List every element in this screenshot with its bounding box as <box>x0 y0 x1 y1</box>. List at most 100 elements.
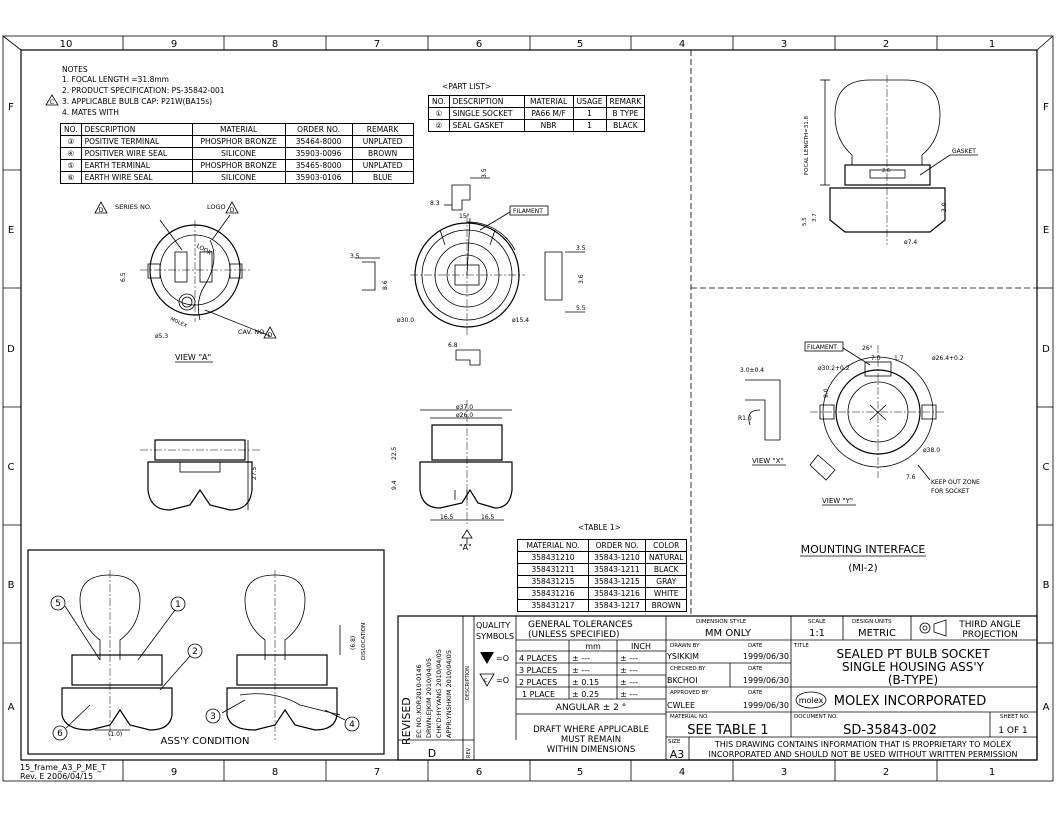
title-line-1: SEALED PT BULB SOCKET <box>836 647 990 661</box>
outer-frame <box>2 35 1054 782</box>
table1-cell: 35843-1215 <box>588 575 646 588</box>
dim-d30: ø30.0 <box>397 317 414 324</box>
balloon-2: 2 <box>192 647 198 657</box>
drawn-by: YSIKKIM <box>666 652 699 661</box>
col-label: 3 <box>781 39 787 50</box>
col-label: 2 <box>883 39 889 50</box>
dim-d264: ø26.4+0.2 <box>932 355 964 362</box>
balloon-numbers: 5 1 2 3 4 6 <box>55 599 355 739</box>
col-label: 9 <box>171 767 177 778</box>
mates-cell: EARTH TERMINAL <box>80 159 193 172</box>
note-4: 4. MATES WITH <box>62 108 119 117</box>
document-label: DOCUMENT NO. <box>794 714 838 720</box>
dim-65: 6.5 <box>120 272 127 282</box>
scale-label: SCALE <box>808 619 826 625</box>
dim-36: 3.6 <box>578 274 585 284</box>
balloon-4: 4 <box>349 720 355 730</box>
row-label: B <box>1043 580 1050 591</box>
table1-cell: 35843-1217 <box>588 599 646 612</box>
checked-by: BKCHOI <box>667 676 698 685</box>
tol-row-label: 2 PLACES <box>519 678 557 687</box>
socket-top-view <box>410 205 549 335</box>
balloon-5: 5 <box>55 599 61 609</box>
balloon-1: 1 <box>175 600 181 610</box>
series-no-label: SERIES NO. <box>115 203 152 211</box>
side-view-socket <box>140 439 260 511</box>
projection-1: THIRD ANGLE <box>958 620 1021 630</box>
rev-flag-triangle <box>45 94 59 106</box>
mates-cell: PHOSPHOR BRONZE <box>191 159 286 172</box>
tol-draft-1: DRAFT WHERE APPLICABLE <box>533 725 649 735</box>
tol-row-mm: ± --- <box>572 654 590 663</box>
part-list-cell: SEAL GASKET <box>448 119 525 132</box>
table1-cell: BLACK <box>644 563 688 576</box>
col-label: 4 <box>679 39 685 50</box>
mates-cell: ③ <box>60 135 82 148</box>
terminal-side <box>355 257 380 291</box>
part-list-header: NO. <box>428 95 450 108</box>
dim-94: 9.4 <box>391 480 398 490</box>
table1-cell: NATURAL <box>644 551 688 564</box>
rev-entry: CHK'D:HYYANG 2010/04/05 <box>435 649 443 738</box>
row-labels: F E D C B A F E D C B A <box>7 102 1050 713</box>
dim-83: 8.3 <box>430 200 440 207</box>
row-label: F <box>1043 102 1049 113</box>
quality-sym2: =O <box>496 676 509 685</box>
sheet-value: 1 OF 1 <box>998 726 1027 736</box>
row-label: C <box>1043 462 1050 473</box>
dim-165a: 16.5 <box>440 514 454 521</box>
balloon-3: 3 <box>210 712 216 722</box>
mates-cell: ⑤ <box>60 159 82 172</box>
mates-table: NO. DESCRIPTION MATERIAL ORDER NO. REMAR… <box>60 123 414 184</box>
terminal-detail <box>444 177 490 211</box>
table1-cell: 358431210 <box>517 551 589 564</box>
logo-label: LOGO <box>207 203 226 211</box>
notice-2: INCORPORATED AND SHOULD NOT BE USED WITH… <box>709 750 1018 759</box>
table-row: ⑥ EARTH WIRE SEAL SILICONE 35903-0106 BL… <box>60 171 414 184</box>
mounting-sub: (MI-2) <box>848 563 877 574</box>
table-row: ② SEAL GASKET NBR 1 BLACK <box>428 119 646 132</box>
table1-cell: 358431211 <box>517 563 589 576</box>
tol-row-label: 3 PLACES <box>519 666 557 675</box>
row-label: E <box>8 225 14 236</box>
mates-cell: 35464-8000 <box>284 135 353 148</box>
rev-entry: DRWN:EJKIM 2010/04/05 <box>425 658 433 738</box>
table-row: ① SINGLE SOCKET PA66 M/F 1 B TYPE <box>428 107 646 120</box>
col-label: 9 <box>171 39 177 50</box>
arrow-a-label: "A" <box>459 543 472 552</box>
quality-title-2: SYMBOLS <box>476 632 514 641</box>
date-label: DATE <box>748 690 763 696</box>
tol-row-mm: ± --- <box>572 666 590 675</box>
material-value: SEE TABLE 1 <box>687 723 768 738</box>
part-list-cell: B TYPE <box>605 107 646 120</box>
cav-no-label: CAV. NO. <box>238 328 266 336</box>
column-labels-bottom: 9 8 7 6 5 4 3 2 1 <box>171 767 995 778</box>
table1-cell: 358431215 <box>517 575 589 588</box>
dim-165b: 16.5 <box>481 514 495 521</box>
dim-style-value: MM ONLY <box>705 628 752 639</box>
row-label: D <box>7 344 15 355</box>
mates-cell: SILICONE <box>191 147 286 160</box>
view-x-label: VIEW "X" <box>752 457 784 465</box>
view-a-label: VIEW "A" <box>175 353 211 362</box>
dim-55b: 5.5 <box>802 217 808 226</box>
part-list-table: NO. DESCRIPTION MATERIAL USAGE REMARK ① … <box>428 95 646 132</box>
part-list-cell: NBR <box>523 119 574 132</box>
focal-length-label: FOCAL LENGTH=31.8 <box>804 116 810 175</box>
row-label: A <box>1043 702 1050 713</box>
table1-header: ORDER NO. <box>588 539 646 552</box>
dim-68b: (6.8) <box>350 636 357 650</box>
dim-d302: ø30.2+0.2 <box>818 365 850 372</box>
filament-label-2: FILAMENT <box>807 344 837 351</box>
notice-1: THIS DRAWING CONTAINS INFORMATION THAT I… <box>714 740 1012 749</box>
dim-d37: ø37.0 <box>456 404 473 411</box>
table-row: ④ POSITIVER WIRE SEAL SILICONE 35903-009… <box>60 147 414 160</box>
col-label: 8 <box>272 767 278 778</box>
dim-d38: ø38.0 <box>923 447 940 454</box>
look-mark: LOOK <box>195 243 214 258</box>
mates-header: ORDER NO. <box>284 123 353 136</box>
tol-row-mm: ± 0.25 <box>572 690 599 699</box>
mates-cell: PHOSPHOR BRONZE <box>191 135 286 148</box>
quality-triangle-c: C <box>484 678 488 684</box>
